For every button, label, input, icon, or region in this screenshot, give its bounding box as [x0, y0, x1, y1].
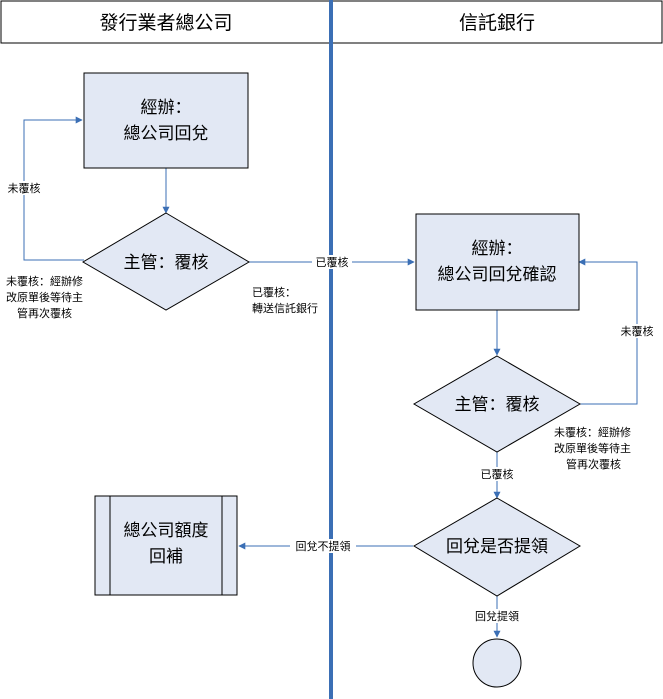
- node-supervisor-left: [82, 212, 250, 311]
- lane-header-right: [330, 0, 663, 44]
- label-bg-reviewed: [312, 255, 352, 269]
- node-clerk-left: [83, 72, 249, 169]
- label-no-withdraw: 回兌不提領: [296, 539, 351, 553]
- node-quota-replenish: [94, 495, 238, 596]
- label-bg-left-loop: [4, 181, 44, 195]
- node-supervisor-right: [413, 355, 581, 453]
- note-left-unreviewed-2: 改原單後等待主: [6, 290, 83, 304]
- node-decision-withdraw-label: 回兌是否提領: [446, 537, 548, 557]
- node-quota-replenish-line1: 總公司額度: [124, 521, 209, 541]
- note-left-unreviewed-1: 未覆核：經辦修: [6, 274, 83, 288]
- label-bg-withdraw: [471, 609, 523, 623]
- note-reviewed-2: 轉送信託銀行: [252, 301, 318, 315]
- label-withdraw: 回兌提領: [475, 609, 519, 623]
- label-right-loop: 未覆核: [621, 324, 654, 338]
- node-supervisor-right-label: 主管：覆核: [455, 395, 540, 415]
- label-left-loop: 未覆核: [8, 181, 41, 195]
- note-right-unreviewed-2: 改原單後等待主: [554, 441, 631, 455]
- node-supervisor-left-label: 主管：覆核: [124, 253, 209, 273]
- node-end: [472, 638, 522, 688]
- note-reviewed-1: 已覆核：: [252, 285, 296, 299]
- note-right-unreviewed-3: 管再次覆核: [566, 457, 621, 471]
- note-right-unreviewed-1: 未覆核：經辦修: [554, 425, 631, 439]
- note-left-unreviewed-3: 管再次覆核: [17, 306, 72, 320]
- label-bg-right-loop: [617, 324, 657, 338]
- label-bg-right-reviewed: [476, 467, 518, 481]
- node-clerk-right-line2: 總公司回兌確認: [438, 265, 557, 285]
- node-clerk-right: [415, 213, 580, 311]
- node-clerk-right-line1: 經辦：: [472, 239, 523, 259]
- label-right-reviewed: 已覆核: [481, 467, 514, 481]
- lane-title-right: 信託銀行: [459, 12, 535, 34]
- lane-header-left: [0, 0, 332, 44]
- label-bg-no-withdraw: [290, 539, 356, 553]
- node-quota-replenish-line2: 回補: [149, 547, 183, 567]
- label-reviewed: 已覆核: [316, 255, 349, 269]
- node-decision-withdraw: [413, 497, 581, 597]
- node-clerk-left-line1: 經辦：: [141, 98, 192, 118]
- node-clerk-left-line2: 總公司回兌: [124, 124, 209, 144]
- lane-title-left: 發行業者總公司: [99, 12, 232, 34]
